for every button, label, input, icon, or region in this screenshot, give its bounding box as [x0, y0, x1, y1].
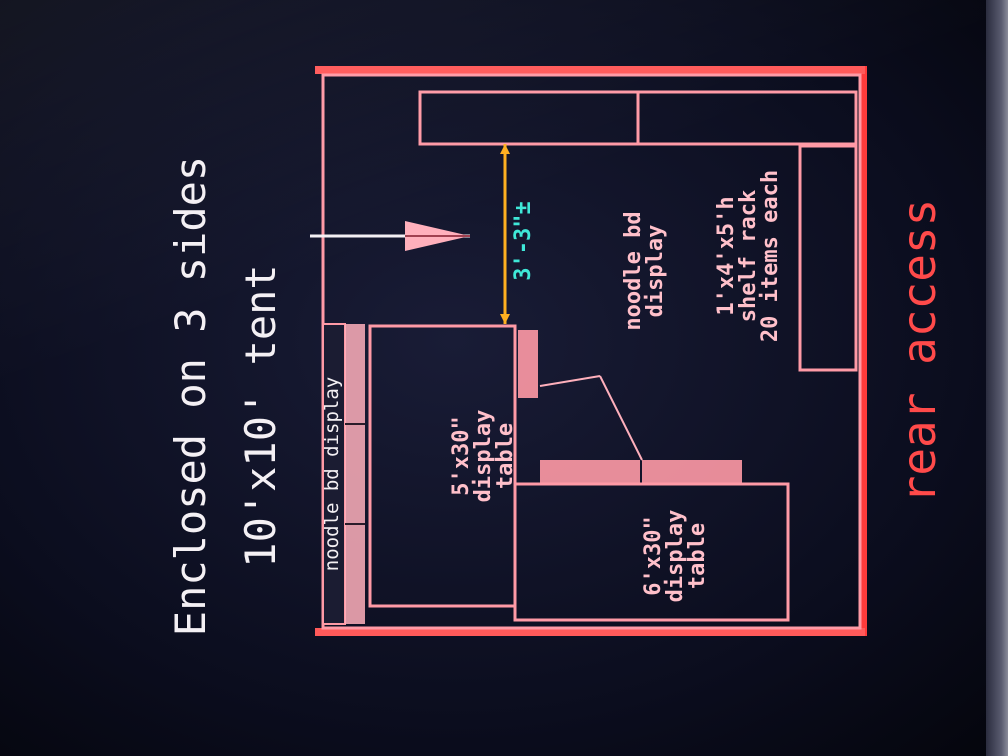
- table-6ft-label-3: table: [685, 523, 710, 589]
- table-6ft-label-2: display: [663, 510, 688, 603]
- table-6ft: [513, 482, 790, 622]
- table-6ft-label-1: 6'x30": [641, 516, 666, 595]
- leader-line-2: [599, 375, 643, 461]
- noodle-bd-block-left: [518, 330, 538, 398]
- table-5ft-label-3: table: [493, 423, 518, 489]
- clearance-label: 3'-3"±: [511, 201, 536, 280]
- leader-line-1: [539, 375, 601, 387]
- noodle-bd-strip-label: noodle bd display: [321, 377, 343, 571]
- shelf-rack-label-3: 20 items each: [758, 170, 783, 342]
- shelf-rack-label-1: 1'x4'x5'h: [714, 196, 739, 315]
- tent-outline: [321, 73, 862, 630]
- table-5ft-label-1: 5'x30": [449, 416, 474, 495]
- rear-wall: [860, 66, 867, 636]
- noodle-bd-strip-fill: [345, 324, 365, 624]
- table-5ft: [368, 324, 517, 608]
- side-wall-top: [315, 66, 865, 74]
- table-5ft-label-2: display: [471, 410, 496, 503]
- tent-size-label: 10'x10' tent: [236, 264, 285, 567]
- noodle-bd-block-bottom: [642, 460, 742, 484]
- side-wall-bottom: [315, 628, 865, 636]
- shelf-rack-label-2: shelf rack: [736, 190, 761, 322]
- monitor-bezel: [986, 0, 1008, 756]
- noodle-bd-block-top: [540, 460, 640, 484]
- rear-access-label: rear access: [892, 199, 946, 504]
- noodle-bd-label-2: display: [643, 225, 668, 318]
- shelf-rack-arm: [798, 144, 858, 372]
- enclosure-label: Enclosed on 3 sides: [166, 156, 215, 636]
- noodle-bd-label-1: noodle bd: [621, 211, 646, 330]
